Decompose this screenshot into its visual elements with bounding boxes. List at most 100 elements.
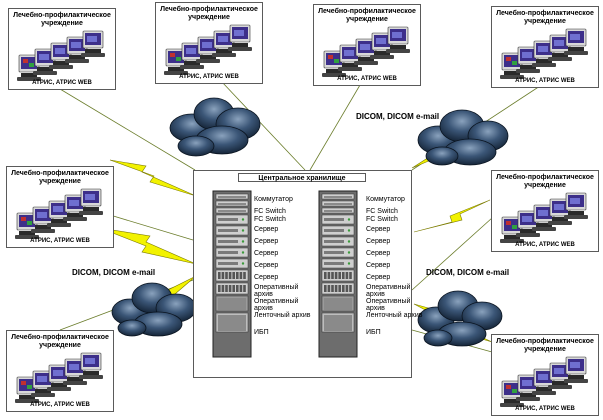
rack-unit-server — [321, 225, 355, 236]
rack-unit-storage — [215, 269, 249, 282]
link-line — [309, 84, 361, 171]
rack-label: FC Switch — [254, 216, 286, 223]
rack-unit-server — [215, 236, 249, 247]
site-title: Лечебно-профилактическое учреждение — [11, 334, 109, 349]
workstation-icon — [516, 210, 540, 237]
workstation-icon — [79, 188, 103, 215]
rack-unit-storage — [215, 282, 249, 295]
site-caption: АТРИС, АТРИС WEB — [179, 74, 239, 80]
site-caption: АТРИС, АТРИС WEB — [337, 76, 397, 82]
rack-unit-tape — [215, 295, 249, 312]
rack-unit-ups — [215, 312, 249, 333]
computer-group-icon — [17, 30, 105, 81]
rack-label: Сервер — [366, 274, 391, 281]
rack-unit-tape — [321, 295, 355, 312]
cloud-icon — [111, 282, 197, 337]
rack-label: Сервер — [254, 262, 279, 269]
rack-label: Коммутатор — [254, 196, 293, 203]
rack-unit-fc — [321, 200, 355, 207]
site-caption: АТРИС, АТРИС WEB — [30, 238, 90, 244]
rack-unit-server — [215, 247, 249, 258]
rack-label: Сервер — [254, 250, 279, 257]
computer-group-icon — [500, 192, 588, 243]
rack-label: Ленточный архив — [366, 312, 423, 319]
site-title: Лечебно-профилактическое учреждение — [318, 8, 416, 23]
rack-label: FC Switch — [366, 216, 398, 223]
rack-unit-server — [321, 247, 355, 258]
workstation-icon — [532, 368, 556, 395]
site-title: Лечебно-профилактическое учреждение — [160, 6, 258, 21]
rack-label: FC Switch — [366, 208, 398, 215]
workstation-icon — [548, 34, 572, 61]
workstation-icon — [65, 36, 89, 63]
lightning-bolt-icon — [413, 199, 491, 233]
workstation-icon — [500, 380, 524, 407]
workstation-icon — [500, 216, 524, 243]
link-line — [411, 217, 493, 291]
cloud-icon — [169, 97, 261, 157]
site-caption: АТРИС, АТРИС WEB — [32, 80, 92, 86]
workstation-icon — [31, 206, 55, 233]
rack-label: Коммутатор — [366, 196, 405, 203]
workstation-icon — [17, 54, 41, 81]
rack-label: Оперативный архив — [366, 298, 411, 312]
site-caption: АТРИС, АТРИС WEB — [515, 406, 575, 412]
rack-unit-server — [215, 258, 249, 269]
rack-label: ИБП — [254, 329, 269, 336]
workstation-icon — [532, 204, 556, 231]
link-line — [221, 81, 306, 171]
server-rack-icon — [318, 190, 358, 358]
workstation-icon — [49, 42, 73, 69]
workstation-icon — [33, 48, 57, 75]
server-rack-icon — [212, 190, 252, 358]
workstation-icon — [532, 40, 556, 67]
site-box: Лечебно-профилактическое учреждение АТРИ… — [8, 8, 116, 90]
rack-label: Сервер — [254, 238, 279, 245]
protocol-label: DICOM, DICOM e-mail — [426, 268, 510, 277]
workstation-icon — [15, 376, 39, 403]
workstation-icon — [386, 26, 410, 53]
workstation-icon — [63, 358, 87, 385]
rack-unit-fc — [215, 200, 249, 207]
cloud-icon — [417, 109, 509, 166]
workstation-icon — [354, 38, 378, 65]
workstation-icon — [79, 352, 103, 379]
computer-group-icon — [322, 26, 410, 77]
workstation-icon — [516, 374, 540, 401]
workstation-icon — [338, 44, 362, 71]
rack-label: Сервер — [366, 226, 391, 233]
rack-unit-server — [321, 214, 355, 225]
computer-group-icon — [164, 24, 252, 75]
workstation-icon — [322, 50, 346, 77]
computer-group-icon — [15, 352, 103, 403]
workstation-icon — [47, 200, 71, 227]
rack-unit-fc — [321, 207, 355, 214]
workstation-icon — [564, 356, 588, 383]
rack-label: Сервер — [254, 226, 279, 233]
rack-label: Сервер — [254, 274, 279, 281]
workstation-icon — [500, 52, 524, 79]
rack-unit-fc — [215, 207, 249, 214]
rack-unit-storage — [321, 282, 355, 295]
workstation-icon — [15, 212, 39, 239]
site-box: Лечебно-профилактическое учреждение АТРИ… — [491, 334, 599, 416]
rack-label: Оперативный архив — [254, 284, 299, 298]
rack-label: Ленточный архив — [254, 312, 311, 319]
site-title: Лечебно-профилактическое учреждение — [11, 170, 109, 185]
site-box: Лечебно-профилактическое учреждение АТРИ… — [491, 170, 599, 252]
computer-group-icon — [500, 356, 588, 407]
workstation-icon — [47, 364, 71, 391]
rack-unit-server — [215, 225, 249, 236]
site-title: Лечебно-профилактическое учреждение — [496, 338, 594, 353]
workstation-icon — [564, 192, 588, 219]
link-line — [54, 85, 196, 171]
rack-label: FC Switch — [254, 208, 286, 215]
rack-label: Сервер — [366, 262, 391, 269]
rack-unit-server — [215, 214, 249, 225]
site-box: Лечебно-профилактическое учреждение АТРИ… — [313, 4, 421, 86]
computer-group-icon — [500, 28, 588, 79]
workstation-icon — [564, 28, 588, 55]
rack-unit-server — [321, 258, 355, 269]
rack-unit-switch — [321, 193, 355, 200]
